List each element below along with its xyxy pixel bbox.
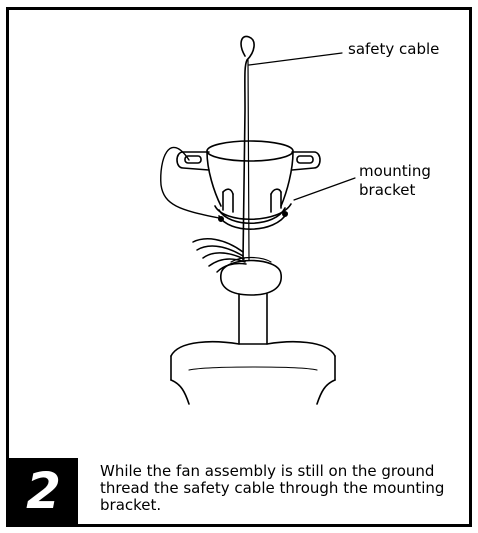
mounting-bracket [176, 140, 321, 230]
downrod [238, 293, 268, 345]
fan-wires [192, 238, 247, 273]
safety-cable-leader [248, 52, 343, 66]
safety-cable [240, 35, 255, 261]
step-instruction: While the fan assembly is still on the g… [100, 462, 445, 514]
instruction-panel: safety cable mounting bracket 2 While th… [6, 7, 472, 527]
fan-mounting-illustration [160, 35, 356, 405]
motor-housing [170, 340, 336, 405]
hanger-ball [220, 256, 282, 296]
step-number-box: 2 [9, 458, 78, 524]
lead-wire [160, 146, 220, 219]
safety-cable-label: safety cable [348, 40, 440, 58]
mounting-bracket-label: mounting bracket [359, 162, 431, 199]
step-number: 2 [26, 462, 61, 520]
mounting-bracket-leader [293, 177, 356, 201]
